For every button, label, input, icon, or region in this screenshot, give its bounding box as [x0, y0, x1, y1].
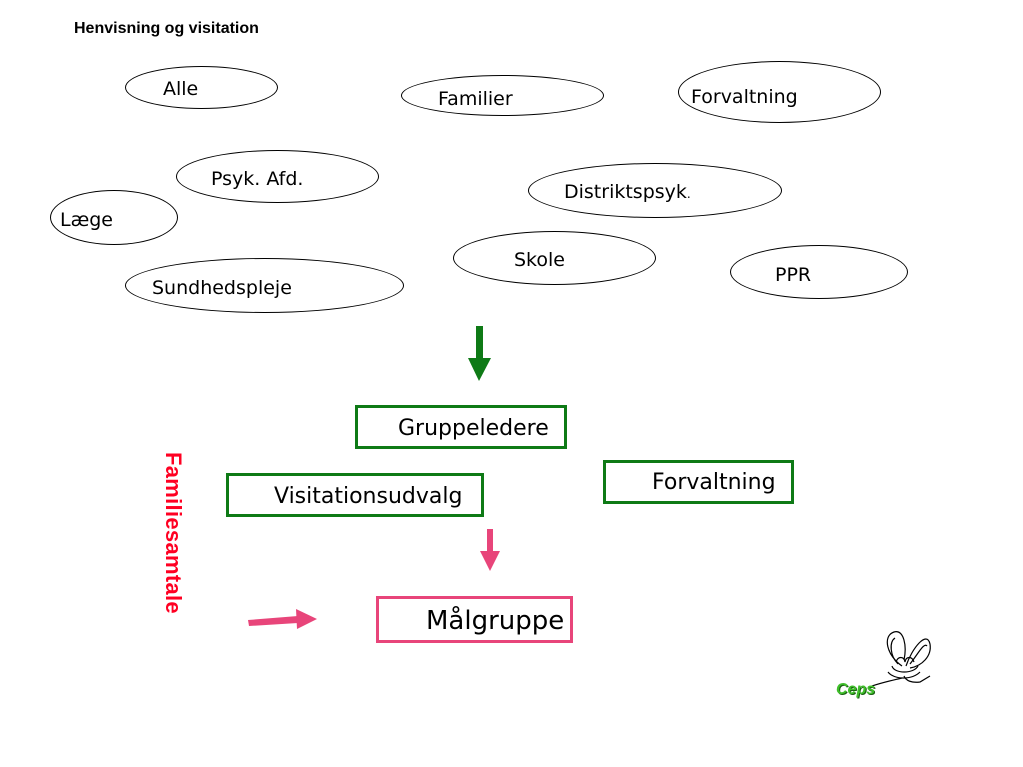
ellipse-ppr: PPR [730, 245, 908, 299]
ellipse-label: Distriktspsyk. [564, 183, 691, 202]
ellipse-label: Skole [514, 249, 565, 271]
ellipse-skole: Skole [453, 231, 656, 285]
ellipse-label: Forvaltning [691, 86, 798, 108]
ellipse-label-dot: . [686, 187, 691, 201]
logo-text: Ceps [836, 681, 876, 698]
pink-right-arrow [248, 609, 317, 629]
ellipse-label: Sundhedspleje [152, 277, 292, 299]
page-title: Henvisning og visitation [74, 20, 259, 37]
box-forvaltning: Forvaltning [603, 460, 794, 504]
green-down-arrow [468, 326, 491, 381]
side-label-familiesamtale: Familiesamtale [161, 452, 186, 614]
ellipse-forvaltning: Forvaltning [678, 61, 881, 123]
ellipse-label: Læge [60, 209, 113, 231]
box-label: Målgruppe [426, 606, 565, 636]
ellipse-label: Psyk. Afd. [211, 168, 304, 190]
box-gruppeledere: Gruppeledere [355, 405, 567, 449]
ellipse-label: Familier [438, 88, 513, 110]
box-visitationsudvalg: Visitationsudvalg [226, 473, 484, 517]
ellipse-sundhedspleje: Sundhedspleje [125, 258, 404, 313]
ellipse-familier: Familier [401, 75, 604, 116]
box-label: Visitationsudvalg [274, 484, 463, 509]
ellipse-label: Alle [163, 78, 199, 100]
box-label: Forvaltning [652, 470, 776, 495]
pink-down-arrow [480, 529, 500, 571]
ellipse-alle: Alle [125, 66, 278, 109]
ellipse-distriktspsyk: Distriktspsyk. [528, 163, 782, 218]
ellipse-laege: Læge [50, 190, 178, 245]
box-label: Gruppeledere [398, 416, 549, 441]
box-maalgruppe: Målgruppe [376, 596, 573, 643]
ellipse-psyk-afd: Psyk. Afd. [176, 150, 379, 203]
butterfly-icon [871, 631, 931, 687]
ellipse-label-main: Distriktspsyk [564, 181, 687, 203]
ellipse-label: PPR [775, 264, 812, 286]
